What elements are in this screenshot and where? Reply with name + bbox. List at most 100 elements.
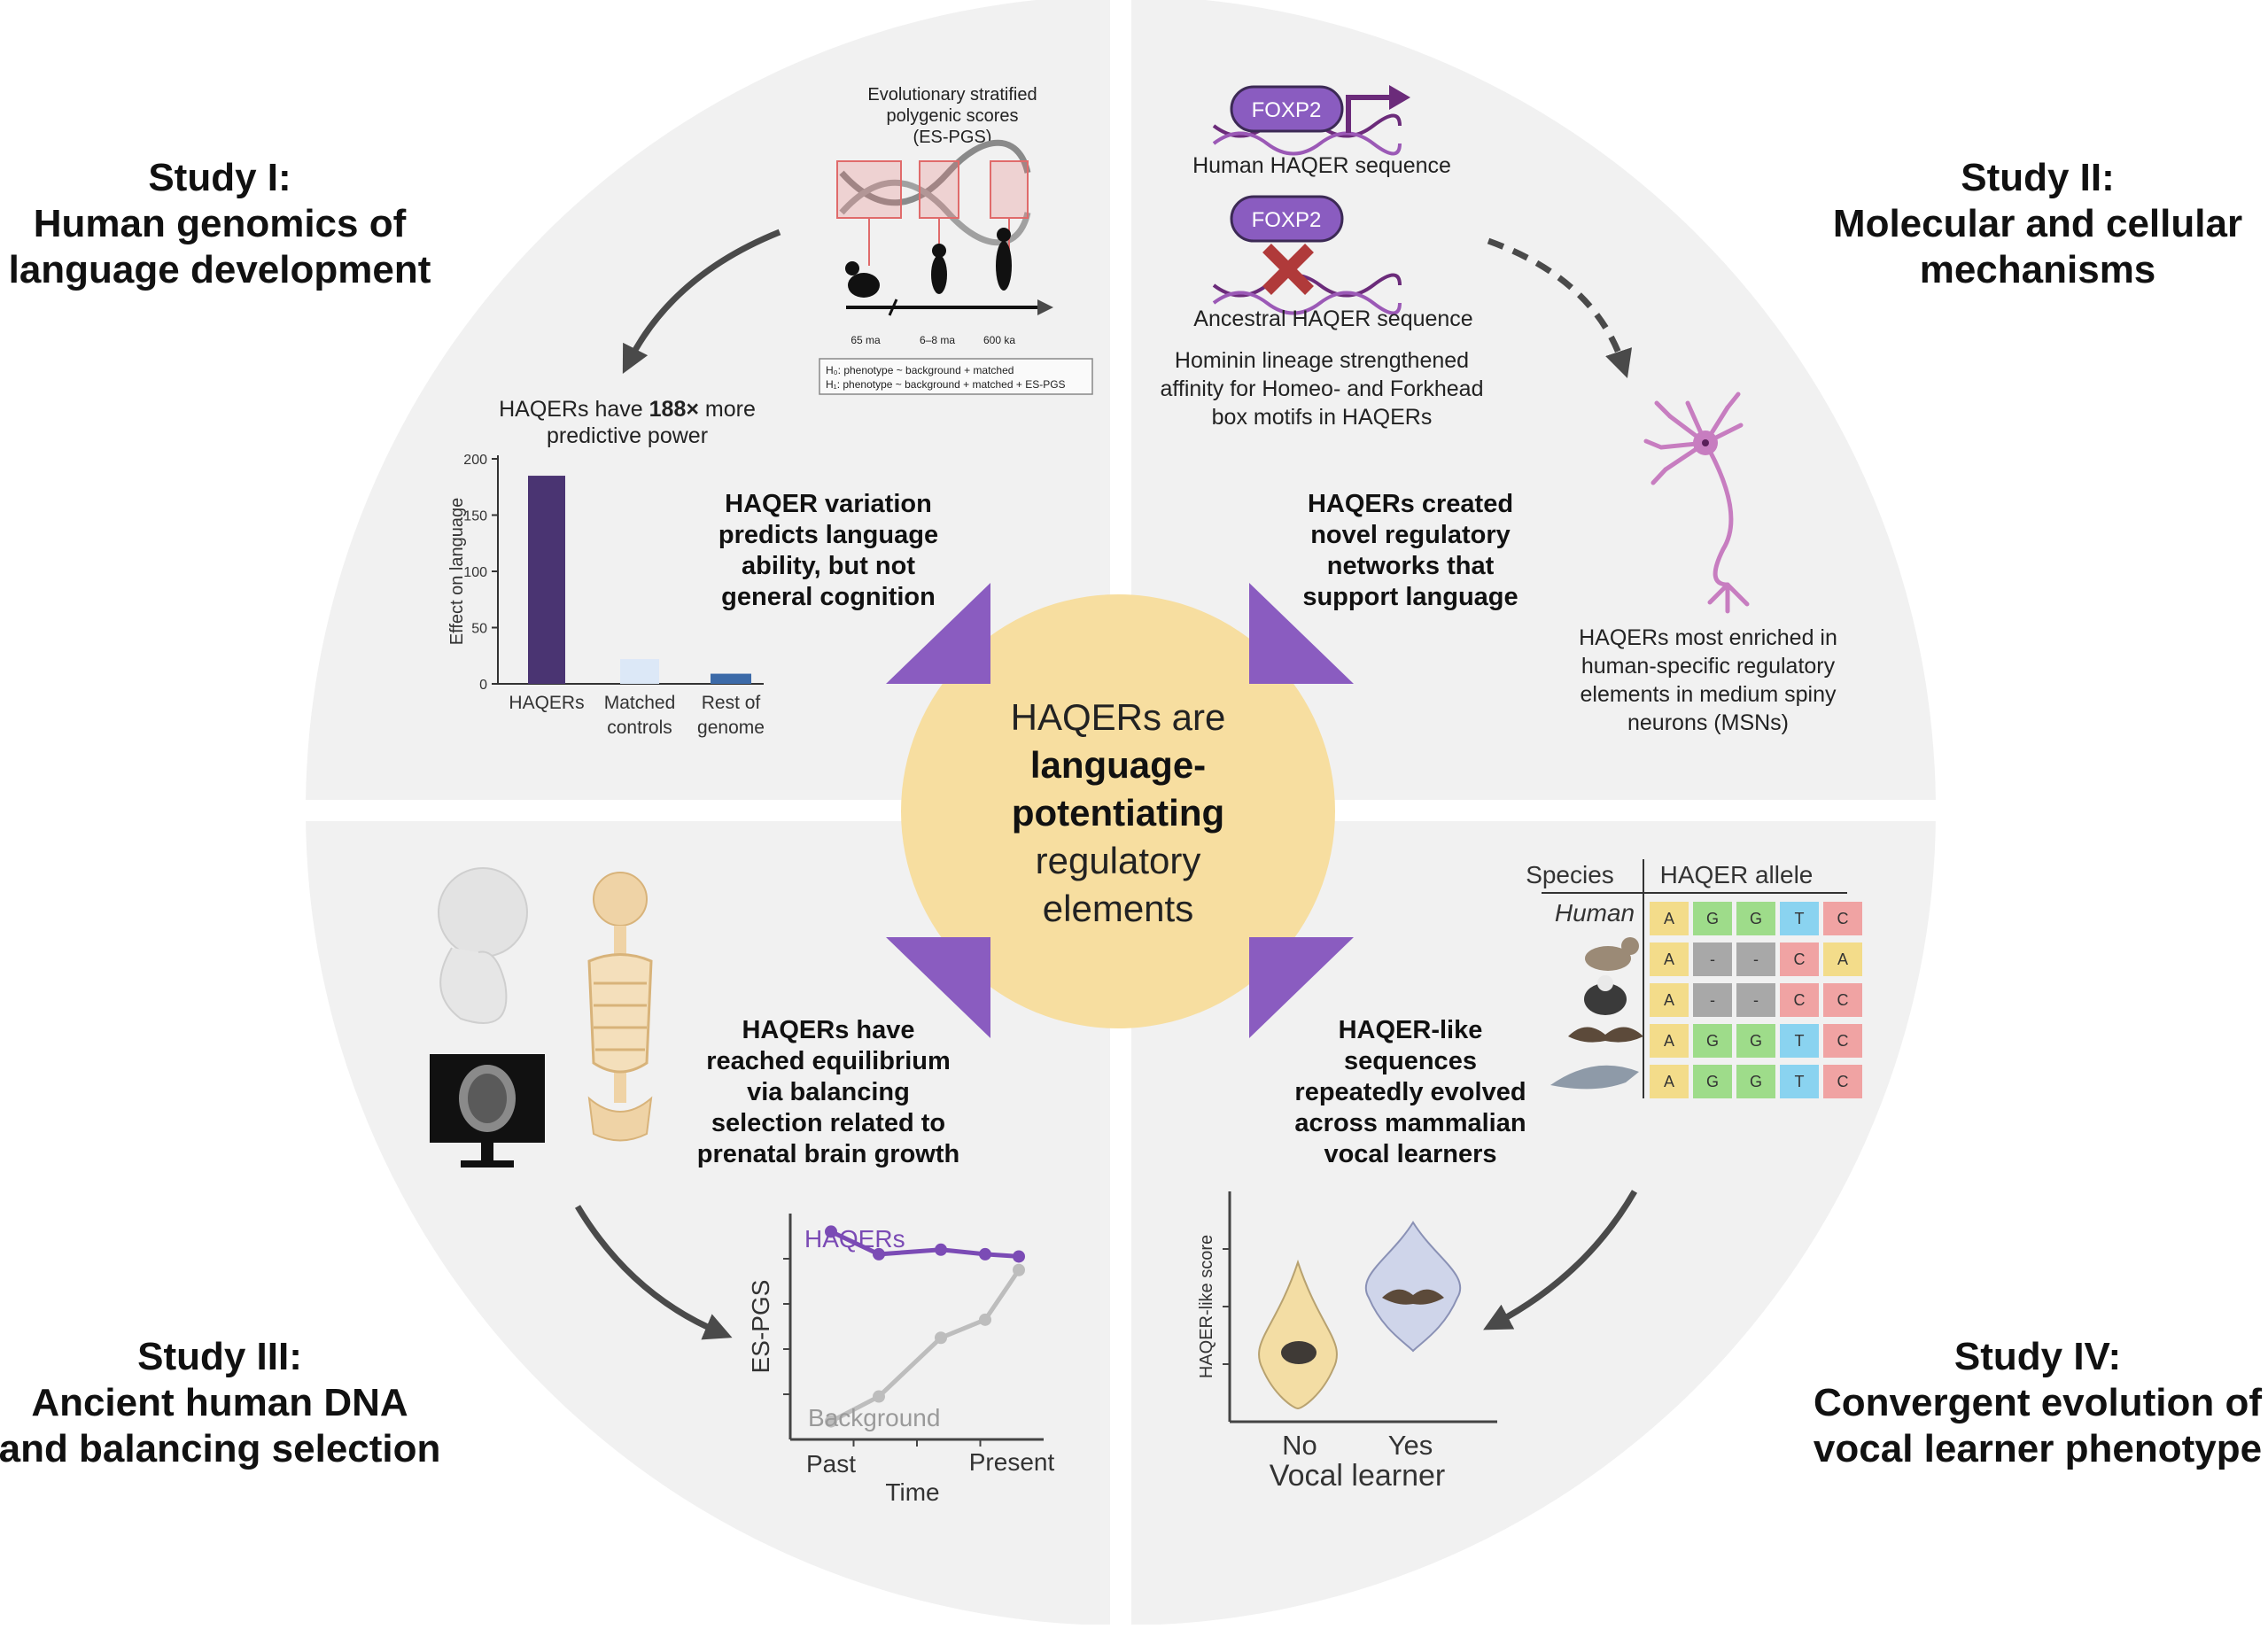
svg-text:novel regulatory: novel regulatory bbox=[1310, 521, 1511, 549]
triangle-top-right bbox=[1249, 583, 1354, 684]
series-label-haqers: HAQERs bbox=[804, 1225, 905, 1253]
power-caption: HAQERs have 188× more bbox=[499, 397, 756, 422]
svg-text:Ancient human DNA: Ancient human DNA bbox=[31, 1381, 408, 1424]
human-row-label: Human bbox=[1555, 899, 1635, 927]
series-point bbox=[873, 1247, 885, 1261]
allele-cell bbox=[1736, 983, 1775, 1017]
allele-cell bbox=[1823, 1024, 1862, 1058]
svg-text:and balancing selection: and balancing selection bbox=[0, 1427, 440, 1470]
bar-0 bbox=[528, 476, 565, 684]
allele-letter: - bbox=[1710, 950, 1715, 968]
bar-y-tick-label: 50 bbox=[471, 622, 487, 637]
svg-text:across mammalian: across mammalian bbox=[1294, 1109, 1526, 1137]
bar-y-tick-label: 0 bbox=[479, 678, 487, 693]
svg-text:6–8 ma: 6–8 ma bbox=[920, 334, 955, 346]
line-x-label: Time bbox=[885, 1478, 939, 1506]
svg-text:prenatal brain growth: prenatal brain growth bbox=[697, 1140, 959, 1168]
line-x-tick-past: Past bbox=[806, 1450, 856, 1478]
allele-letter: A bbox=[1664, 910, 1674, 927]
allele-letter: G bbox=[1750, 910, 1762, 927]
svg-text:FOXP2: FOXP2 bbox=[1252, 98, 1322, 122]
species-icons bbox=[1550, 937, 1643, 1090]
allele-letter: G bbox=[1750, 1032, 1762, 1050]
center-circle bbox=[901, 594, 1335, 1028]
series-point bbox=[935, 1331, 947, 1345]
study3-claim: HAQERs have reached equilibrium via bala… bbox=[697, 1016, 959, 1168]
study3-title: Study III: Ancient human DNA and balanci… bbox=[0, 1335, 440, 1470]
allele-letter: A bbox=[1664, 1032, 1674, 1050]
bar-y-label: Effect on language bbox=[447, 498, 467, 645]
svg-text:ability, but not: ability, but not bbox=[742, 552, 915, 580]
svg-text:neurons (MSNs): neurons (MSNs) bbox=[1627, 710, 1789, 735]
study4-claim: HAQER-like sequences repeatedly evolved … bbox=[1294, 1016, 1526, 1168]
allele-cell bbox=[1693, 942, 1732, 976]
svg-text:affinity for Homeo- and Forkhe: affinity for Homeo- and Forkhead bbox=[1160, 376, 1483, 401]
allele-cell bbox=[1780, 902, 1819, 935]
svg-text:vocal learners: vocal learners bbox=[1324, 1140, 1496, 1168]
affinity-caption: Hominin lineage strengthened affinity fo… bbox=[1160, 348, 1483, 430]
allele-cell bbox=[1780, 1024, 1819, 1058]
allele-cell bbox=[1780, 942, 1819, 976]
svg-text:predicts language: predicts language bbox=[718, 521, 938, 549]
human-haqer-label: Human HAQER sequence bbox=[1192, 153, 1451, 178]
svg-text:Evolutionary stratified: Evolutionary stratified bbox=[867, 85, 1037, 105]
svg-text:language development: language development bbox=[9, 248, 431, 291]
timeline-break bbox=[888, 299, 898, 316]
svg-text:Convergent evolution of: Convergent evolution of bbox=[1814, 1381, 2262, 1424]
svg-text:elements in medium spiny: elements in medium spiny bbox=[1580, 682, 1837, 707]
skeleton-illustration bbox=[587, 872, 653, 1142]
center-line-4: regulatory bbox=[1036, 840, 1201, 881]
allele-cell bbox=[1780, 983, 1819, 1017]
fetus-illustration bbox=[438, 867, 528, 1024]
svg-text:reached equilibrium: reached equilibrium bbox=[706, 1047, 951, 1075]
svg-text:Study II:: Study II: bbox=[1961, 156, 2115, 199]
center-line-2: language- bbox=[1030, 744, 1206, 786]
h0-text: H₀: phenotype ~ background + matched bbox=[826, 364, 1014, 376]
svg-text:HAQERs have: HAQERs have bbox=[742, 1016, 914, 1044]
svg-text:human-specific regulatory: human-specific regulatory bbox=[1581, 654, 1836, 679]
hypothesis-box bbox=[819, 358, 1093, 395]
svg-text:Human genomics of: Human genomics of bbox=[34, 202, 407, 245]
arrow-study2-dashed bbox=[1487, 237, 1633, 378]
mri-monitor bbox=[430, 1054, 545, 1167]
violin-no bbox=[1258, 1259, 1338, 1410]
series-label-background: Background bbox=[808, 1404, 940, 1431]
allele-letter: C bbox=[1837, 1032, 1849, 1050]
allele-letter: G bbox=[1706, 1032, 1719, 1050]
svg-text:box motifs in HAQERs: box motifs in HAQERs bbox=[1212, 405, 1433, 430]
arrow-study3 bbox=[574, 1205, 733, 1340]
ancestral-haqer-label: Ancestral HAQER sequence bbox=[1193, 306, 1472, 331]
power-caption-2: predictive power bbox=[547, 423, 708, 448]
svg-text:65 ma: 65 ma bbox=[850, 334, 881, 346]
bar-category-label: genome bbox=[697, 718, 765, 738]
msn-caption: HAQERs most enriched in human-specific r… bbox=[1579, 625, 1837, 735]
svg-text:sequences: sequences bbox=[1344, 1047, 1477, 1075]
svg-text:HAQERs most enriched in: HAQERs most enriched in bbox=[1579, 625, 1837, 650]
svg-text:polygenic scores: polygenic scores bbox=[887, 106, 1019, 126]
svg-text:HAQERs created: HAQERs created bbox=[1308, 490, 1513, 518]
allele-letter: C bbox=[1837, 910, 1849, 927]
bar-category-label: HAQERs bbox=[509, 693, 584, 713]
bar-category-label: Matched bbox=[604, 693, 676, 713]
triangle-bottom-right bbox=[1249, 937, 1354, 1038]
series-point bbox=[825, 1415, 837, 1428]
allele-letter: G bbox=[1706, 910, 1719, 927]
allele-letter: T bbox=[1795, 1073, 1805, 1090]
allele-letter: A bbox=[1664, 950, 1674, 968]
series-point bbox=[979, 1247, 991, 1261]
allele-cell bbox=[1650, 1065, 1689, 1098]
neuron-illustration bbox=[1643, 392, 1750, 614]
study2-title: Study II: Molecular and cellular mechani… bbox=[1833, 156, 2242, 291]
bar-y-tick-label: 150 bbox=[463, 509, 487, 524]
allele-cell bbox=[1650, 983, 1689, 1017]
study4-title: Study IV: Convergent evolution of vocal … bbox=[1814, 1335, 2262, 1470]
bar-y-tick-label: 200 bbox=[463, 453, 487, 468]
line-y-label: ES-PGS bbox=[747, 1280, 774, 1374]
allele-cell bbox=[1780, 1065, 1819, 1098]
center-line-5: elements bbox=[1043, 888, 1193, 929]
series-point bbox=[935, 1243, 947, 1256]
svg-text:HAQER-like: HAQER-like bbox=[1339, 1016, 1483, 1044]
